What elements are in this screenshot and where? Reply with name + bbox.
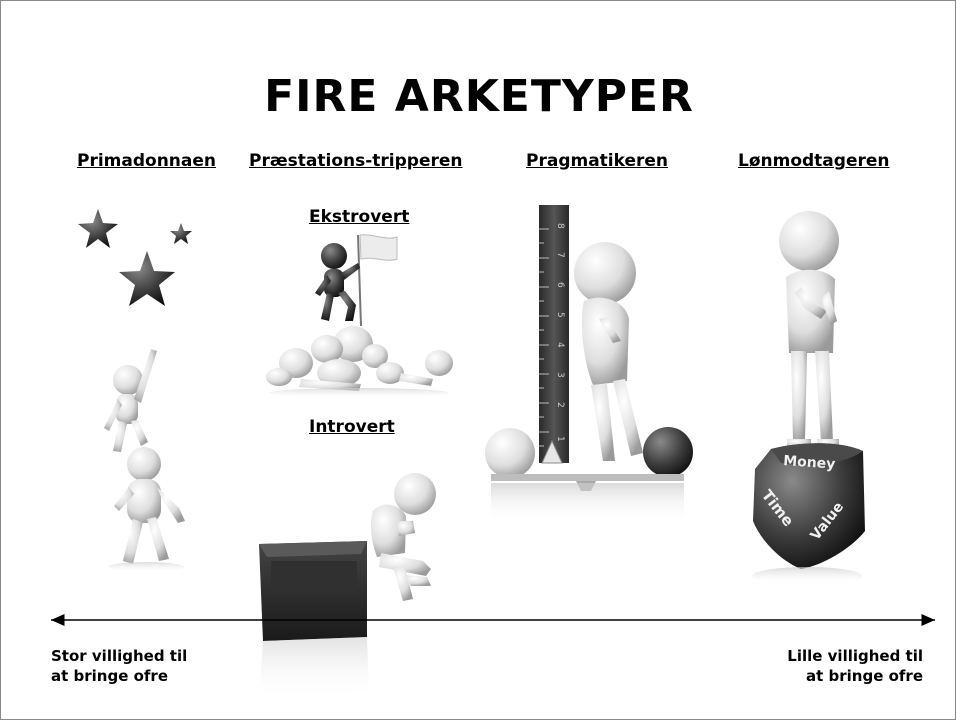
pragmatiker-illustration: 1 2 3 4 5 6 7 8 [485, 205, 693, 523]
ball-dark [643, 427, 693, 477]
heading-primadonnaen: Primadonnaen [77, 151, 217, 171]
scale-label-right-line2: at bringe ofre [805, 667, 923, 685]
figure-leaning [574, 242, 643, 461]
ruler-mark: 6 [555, 282, 565, 288]
heading-pragmatikeren: Pragmatikeren [526, 151, 669, 171]
primadonna-illustration [78, 209, 192, 572]
scale-label-left-line1: Stor villighed til [51, 647, 188, 665]
ruler-mark: 1 [555, 436, 565, 442]
dice-word-money: Money [783, 453, 836, 473]
subheading-introvert: Introvert [309, 417, 395, 437]
introvert-illustration [259, 473, 436, 701]
star-icon [78, 209, 118, 248]
star-icon [119, 251, 175, 306]
ruler-mark: 5 [555, 312, 565, 318]
ruler-mark: 3 [555, 372, 565, 378]
ruler-mark: 7 [555, 252, 565, 258]
heading-praestations-tripperen: Præstations-tripperen [249, 151, 463, 171]
dice-icon [753, 443, 865, 569]
pile-of-figures [266, 326, 453, 391]
figure-sitting [370, 473, 436, 601]
scale-label-right-line1: Lille villighed til [787, 647, 923, 665]
slide-title: FIRE ARKETYPER [264, 71, 694, 122]
ekstrovert-illustration [266, 234, 453, 398]
heading-lonmodtageren: Lønmodtageren [738, 151, 890, 171]
scale-label-left-line2: at bringe ofre [51, 667, 169, 685]
figure-thinking [779, 211, 839, 447]
ruler-mark: 2 [555, 402, 565, 408]
figure-dark [315, 243, 360, 321]
flag-icon [359, 234, 398, 261]
ball-light [485, 428, 535, 478]
lonmodtager-illustration: Money Time Value [752, 211, 865, 585]
ruler-mark: 4 [555, 342, 565, 348]
ruler-icon [539, 205, 569, 463]
figure-bottom [114, 447, 185, 564]
subheading-ekstrovert: Ekstrovert [309, 207, 410, 227]
scale-beam [491, 474, 684, 481]
scale-label-right: Lille villighed til at bringe ofre [787, 646, 923, 686]
ruler-ticks [539, 228, 549, 447]
scale-label-left: Stor villighed til at bringe ofre [51, 646, 187, 686]
star-icon [170, 223, 192, 244]
ruler-mark: 8 [555, 223, 565, 229]
figure-top [104, 349, 157, 452]
